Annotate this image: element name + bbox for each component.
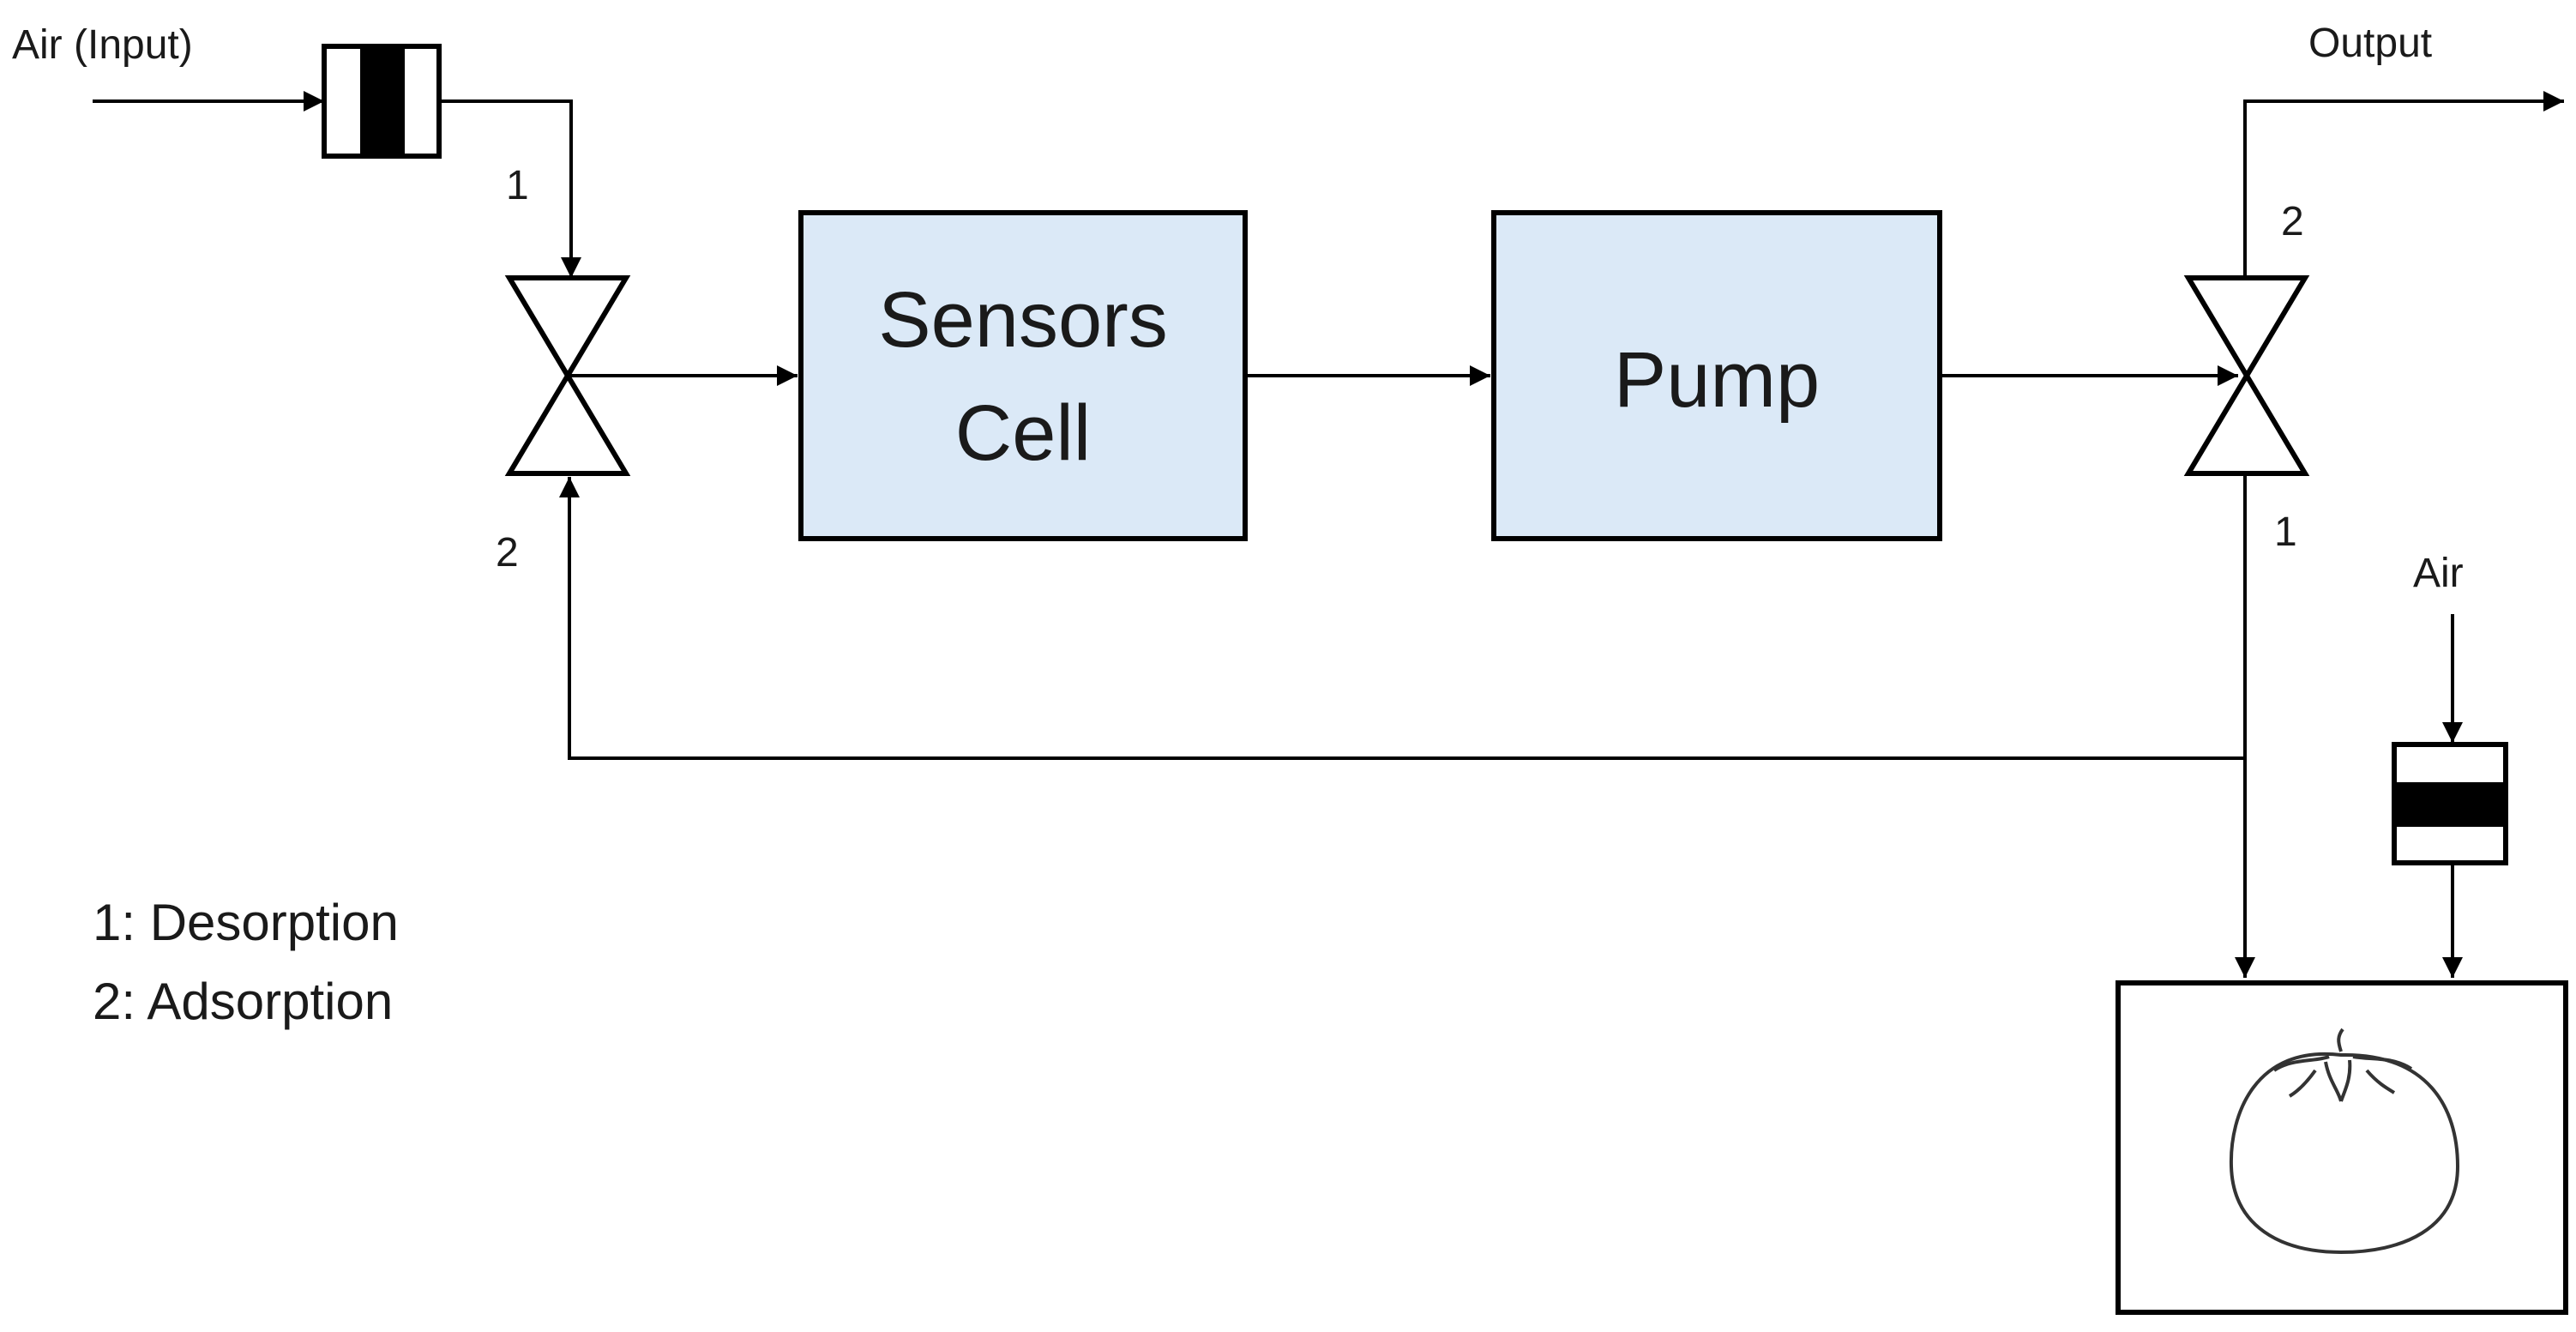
sensors-cell-block: Sensors Cell [798,210,1248,541]
air-label: Air [2413,551,2464,596]
filter-to-valve-line [439,99,581,278]
legend-desorption: 1: Desorption [93,894,399,951]
valve-left-port-2-label: 2 [496,530,519,576]
valve-left-port-1-label: 1 [506,163,529,208]
air-input-label: Air (Input) [12,22,193,68]
valve-right-port-2-label: 2 [2281,199,2304,244]
pump-label: Pump [1614,336,1820,424]
pump-block: Pump [1491,210,1942,541]
filter-icon [2392,742,2508,865]
filter-icon [322,44,442,159]
return-loop-line [559,477,2245,760]
valve-right-port-1-label: 1 [2274,509,2297,555]
sensors-cell-label-line2: Cell [955,389,1091,477]
valve-right-icon [2183,275,2310,476]
output-label: Output [2308,21,2432,66]
valve-left-icon [504,275,631,476]
output-flow-line [2243,91,2564,278]
tomato-icon [2229,1028,2460,1255]
sample-chamber [2116,980,2568,1315]
sensors-cell-label-line1: Sensors [878,276,1168,364]
legend-adsorption: 2: Adsorption [93,973,393,1030]
